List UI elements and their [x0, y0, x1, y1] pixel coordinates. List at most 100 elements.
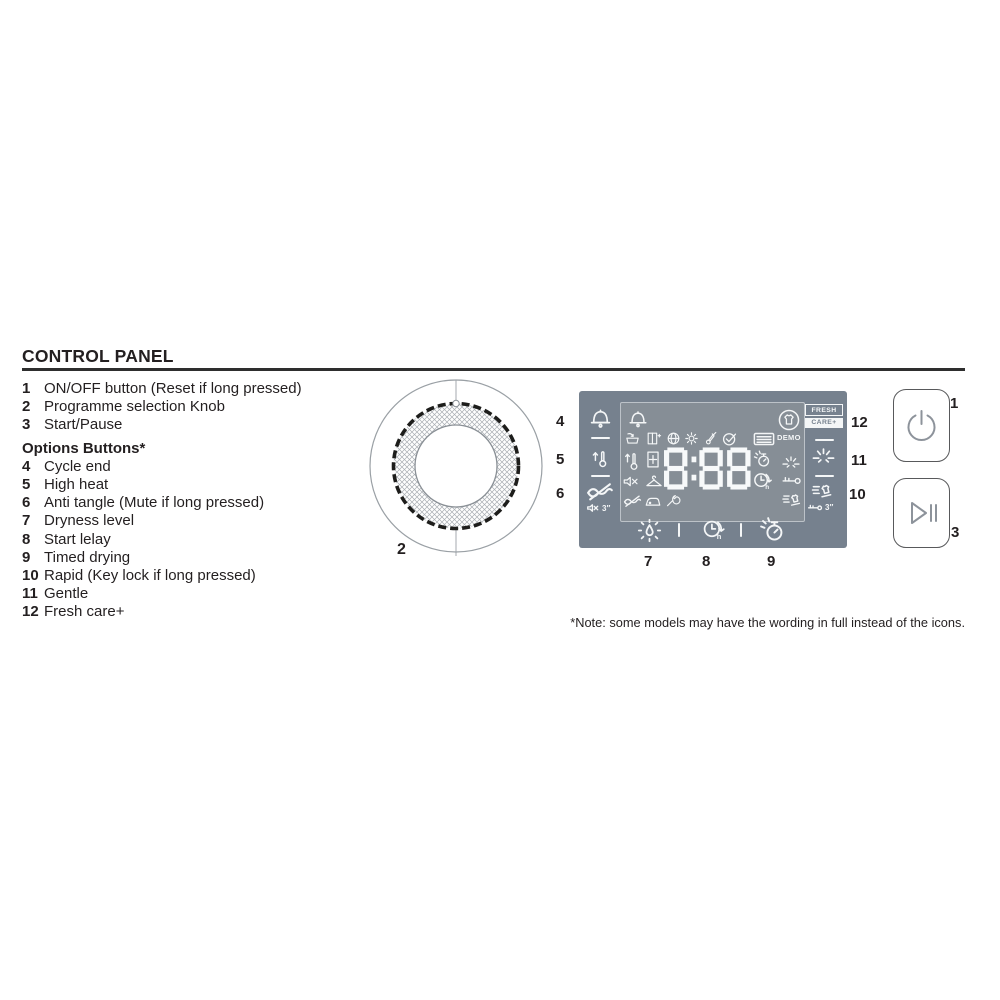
legend-num: 7	[22, 512, 31, 530]
check-circle-icon	[722, 433, 737, 446]
door-grid-icon	[647, 451, 659, 468]
divider	[815, 475, 834, 477]
mute-hold-label: 3″	[602, 503, 611, 513]
legend-num: 2	[22, 398, 31, 416]
key-icon	[808, 504, 823, 511]
legend-label: Dryness level	[44, 512, 135, 530]
fresh-care-badge-bottom: CARE+	[805, 417, 843, 428]
thermo-check-icon	[705, 431, 717, 445]
mute-icon	[587, 504, 599, 512]
legend-label: Cycle end	[44, 457, 111, 475]
legend-num: 4	[22, 457, 31, 475]
rapid-run-icon	[782, 494, 801, 506]
divider	[740, 523, 742, 537]
shirt-circle-icon	[778, 409, 800, 431]
callout-anti-tangle: 6	[556, 485, 565, 502]
callout-dryness: 7	[644, 553, 653, 570]
wrench-icon	[666, 495, 681, 507]
bell-icon	[629, 411, 647, 428]
legend-num: 3	[22, 416, 31, 434]
legend-item: 5 High heat	[22, 476, 352, 494]
legend-num: 10	[22, 566, 39, 584]
legend-num: 12	[22, 603, 39, 621]
legend-label: High heat	[44, 475, 109, 493]
legend-item: 7 Dryness level	[22, 512, 352, 530]
legend-item: 10 Rapid (Key lock if long pressed)	[22, 567, 352, 585]
power-button	[893, 389, 950, 462]
legend-label: Start lelay	[44, 530, 111, 548]
mute-icon	[623, 476, 638, 487]
callout-power: 1	[950, 395, 959, 412]
title-underline	[22, 368, 965, 371]
iron-icon	[645, 497, 661, 506]
legend-item: 2 Programme selection Knob	[22, 398, 352, 416]
legend-item: 1 ON/OFF button (Reset if long pressed)	[22, 380, 352, 398]
legend-item: 6 Anti tangle (Mute if long pressed)	[22, 494, 352, 512]
footnote: *Note: some models may have the wording …	[570, 615, 965, 630]
legend-num: 5	[22, 475, 31, 493]
legend-label: Fresh care+	[44, 603, 125, 621]
mute-hold-indicator: 3″	[586, 502, 610, 514]
bell-icon	[590, 409, 611, 428]
delay-clock-icon: h	[754, 473, 772, 491]
options-heading: Options Buttons*	[22, 439, 146, 457]
sun-icon	[685, 432, 698, 445]
divider	[815, 439, 834, 441]
callout-knob: 2	[397, 541, 406, 558]
legend-num: 9	[22, 548, 31, 566]
play-pause-icon	[911, 502, 937, 524]
thermometer-up-icon	[625, 453, 638, 470]
control-panel: 3″	[579, 391, 847, 548]
callout-start-delay: 8	[702, 553, 711, 570]
gentle-sparkle-icon	[812, 448, 835, 463]
keylock-hold-label: 3″	[825, 503, 834, 512]
fresh-care-badge: FRESH CARE+	[805, 404, 843, 428]
svg-text:h: h	[765, 484, 769, 491]
globe-icon	[667, 432, 680, 445]
svg-text:h: h	[717, 532, 722, 541]
legend-label: Start/Pause	[44, 416, 123, 434]
legend-list: 1 ON/OFF button (Reset if long pressed) 2…	[22, 380, 352, 621]
callout-start-pause: 3	[951, 524, 960, 541]
divider	[591, 437, 610, 439]
legend-item: 4 Cycle end	[22, 458, 352, 476]
legend-item: 11 Gentle	[22, 585, 352, 603]
legend-label: Anti tangle (Mute if long pressed)	[44, 494, 265, 512]
legend-label: Gentle	[44, 585, 89, 603]
timed-drying-stopwatch-icon	[753, 450, 770, 467]
thermometer-up-icon	[592, 451, 607, 468]
key-icon	[782, 476, 801, 485]
page-title: CONTROL PANEL	[22, 346, 174, 366]
lcd-icon	[753, 432, 775, 446]
legend-num: 11	[22, 585, 38, 603]
callout-cycle-end: 4	[556, 413, 565, 430]
legend-item: 9 Timed drying	[22, 549, 352, 567]
power-icon	[907, 410, 936, 442]
hanger-icon	[646, 475, 662, 487]
divider	[591, 475, 610, 477]
legend-num: 1	[22, 380, 31, 397]
callout-fresh-care: 12	[851, 414, 868, 431]
fresh-care-badge-top: FRESH	[805, 404, 843, 416]
keylock-hold-indicator: 3″	[807, 503, 833, 512]
legend-label: Timed drying	[44, 548, 131, 566]
gentle-sparkle-icon	[782, 456, 800, 468]
demo-label: DEMO	[777, 433, 801, 442]
timed-drying-stopwatch-icon	[760, 517, 783, 541]
legend-num: 8	[22, 530, 31, 548]
knob-diagram	[369, 379, 543, 556]
legend-label: Programme selection Knob	[44, 398, 225, 416]
callout-rapid: 10	[849, 486, 866, 503]
legend-label: Rapid (Key lock if long pressed)	[44, 566, 256, 584]
legend-num: 6	[22, 494, 31, 512]
legend-item: 8 Start lelay	[22, 531, 352, 549]
divider	[678, 523, 680, 537]
display-screen: DEMO	[620, 402, 805, 522]
callout-gentle: 11	[851, 452, 867, 469]
door-plus-icon	[647, 432, 662, 445]
seven-segment-display	[664, 447, 751, 490]
start-pause-button	[893, 478, 950, 548]
legend-label: ON/OFF button (Reset if long pressed)	[44, 380, 302, 397]
anti-tangle-icon	[623, 495, 642, 507]
